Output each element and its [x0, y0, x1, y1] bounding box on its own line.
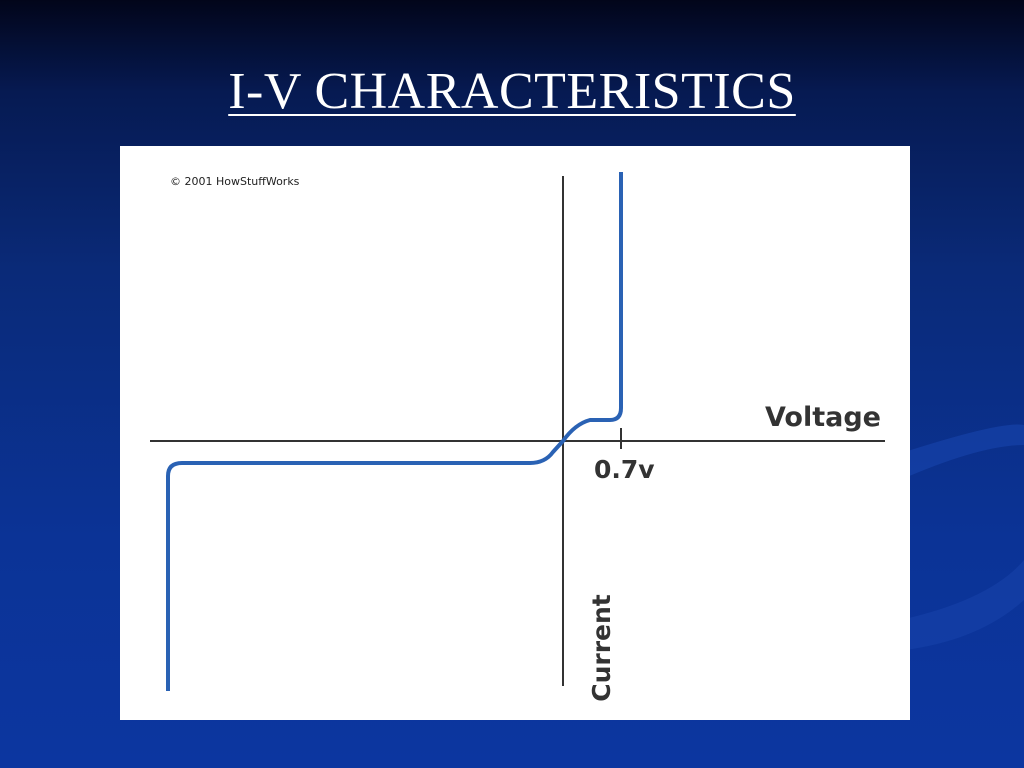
- iv-characteristic-figure: © 2001 HowStuffWorks Voltage 0.7v Curren…: [120, 146, 910, 720]
- slide-title: I-V CHARACTERISTICS: [228, 63, 796, 120]
- iv-curve: [166, 172, 623, 691]
- copyright-notice: © 2001 HowStuffWorks: [170, 175, 300, 188]
- current-axis-label: Current: [587, 594, 616, 702]
- voltage-axis-label: Voltage: [765, 402, 881, 433]
- knee-voltage-label: 0.7v: [594, 455, 655, 484]
- iv-curve-graph: [150, 172, 885, 691]
